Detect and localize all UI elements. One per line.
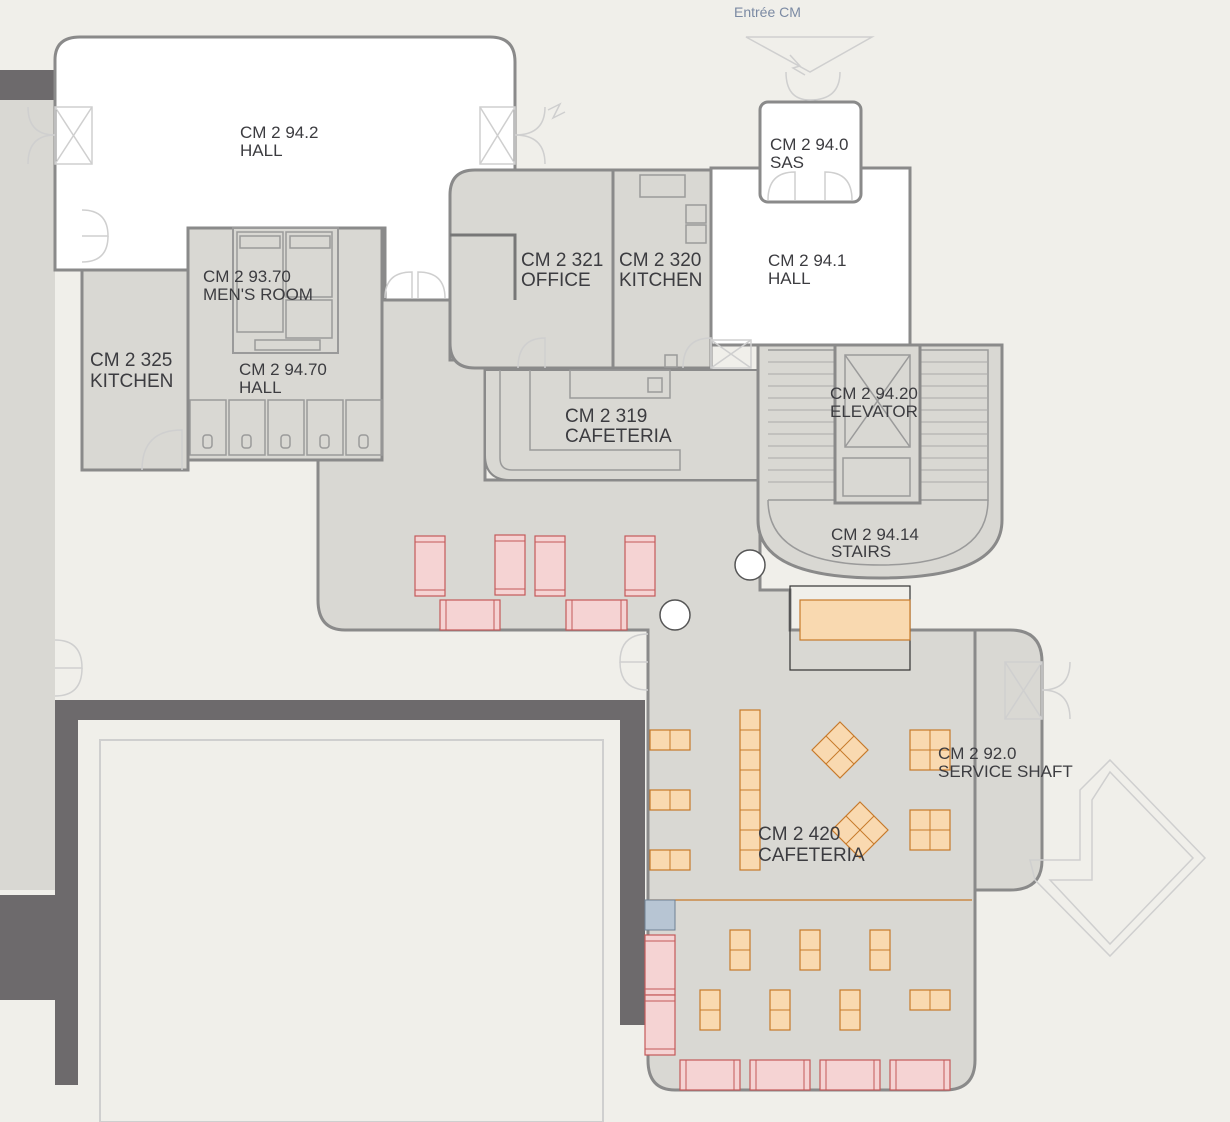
svg-text:CM 2 92.0: CM 2 92.0 xyxy=(938,744,1016,763)
svg-text:KITCHEN: KITCHEN xyxy=(619,270,702,291)
svg-text:CM 2 420: CM 2 420 xyxy=(758,824,840,845)
svg-text:STAIRS: STAIRS xyxy=(831,542,891,561)
room-label-cm-2-94-1[interactable]: CM 2 94.1 HALL xyxy=(768,251,846,288)
svg-text:CM 2 94.20: CM 2 94.20 xyxy=(830,384,918,403)
svg-text:HALL: HALL xyxy=(239,378,282,397)
room-label-cm-2-93-70[interactable]: CM 2 93.70 MEN'S ROOM xyxy=(203,267,313,304)
svg-text:CM 2 320: CM 2 320 xyxy=(619,250,701,271)
door-swings xyxy=(27,36,1207,958)
room-label-cm-2-325[interactable]: CM 2 325 KITCHEN xyxy=(90,350,173,392)
room-label-cm-2-94-2[interactable]: CM 2 94.2 HALL xyxy=(240,123,318,160)
stair-treads xyxy=(768,361,988,483)
entrance-label: Entrée CM xyxy=(734,4,801,20)
svg-text:CM 2 94.14: CM 2 94.14 xyxy=(831,525,919,544)
left-corridor xyxy=(0,100,55,890)
sofas xyxy=(414,534,951,1091)
room-cm-2-94-2 xyxy=(53,35,517,302)
column xyxy=(734,549,766,581)
room-cm-2-94-0 xyxy=(758,100,863,204)
room-label-cm-2-320[interactable]: CM 2 320 KITCHEN xyxy=(619,250,702,291)
room-label-cm-2-94-20[interactable]: CM 2 94.20 ELEVATOR xyxy=(830,384,918,421)
column xyxy=(659,599,691,631)
svg-text:CM 2 319: CM 2 319 xyxy=(565,406,647,427)
toilet-stalls xyxy=(189,399,383,456)
svg-text:CAFETERIA: CAFETERIA xyxy=(758,845,865,866)
info-block xyxy=(644,899,676,931)
room-cm-2-94-20 xyxy=(833,343,922,505)
svg-text:HALL: HALL xyxy=(768,269,811,288)
svg-text:CM 2 94.1: CM 2 94.1 xyxy=(768,251,846,270)
tables xyxy=(649,709,951,1031)
svg-text:CM 2 93.70: CM 2 93.70 xyxy=(203,267,291,286)
svg-text:OFFICE: OFFICE xyxy=(521,270,591,291)
svg-text:CM 2 94.2: CM 2 94.2 xyxy=(240,123,318,142)
structural-walls xyxy=(0,70,645,1085)
svg-text:ELEVATOR: ELEVATOR xyxy=(830,402,918,421)
room-label-cm-2-321[interactable]: CM 2 321 OFFICE xyxy=(521,250,603,291)
svg-text:MEN'S ROOM: MEN'S ROOM xyxy=(203,285,313,304)
room-cm-2-319 xyxy=(484,369,759,481)
room-cm-2-325 xyxy=(80,268,190,472)
room-label-cm-2-319[interactable]: CM 2 319 CAFETERIA xyxy=(565,406,672,447)
svg-text:HALL: HALL xyxy=(240,141,283,160)
room-label-cm-2-94-70[interactable]: CM 2 94.70 HALL xyxy=(239,360,327,397)
room-label-cm-2-420[interactable]: CM 2 420 CAFETERIA xyxy=(758,824,865,866)
room-label-cm-2-94-0[interactable]: CM 2 94.0 SAS xyxy=(770,135,848,172)
svg-text:CM 2 325: CM 2 325 xyxy=(90,350,172,371)
svg-text:CM 2 94.70: CM 2 94.70 xyxy=(239,360,327,379)
svg-text:CAFETERIA: CAFETERIA xyxy=(565,426,672,447)
room-label-cm-2-94-14[interactable]: CM 2 94.14 STAIRS xyxy=(831,525,919,561)
room-label-cm-2-92-0[interactable]: CM 2 92.0 SERVICE SHAFT xyxy=(938,744,1073,781)
svg-text:CM 2 94.0: CM 2 94.0 xyxy=(770,135,848,154)
svg-text:KITCHEN: KITCHEN xyxy=(90,371,173,392)
svg-text:SAS: SAS xyxy=(770,153,804,172)
svg-text:CM 2 321: CM 2 321 xyxy=(521,250,603,271)
svg-text:SERVICE SHAFT: SERVICE SHAFT xyxy=(938,762,1073,781)
courtyard xyxy=(99,739,604,1122)
